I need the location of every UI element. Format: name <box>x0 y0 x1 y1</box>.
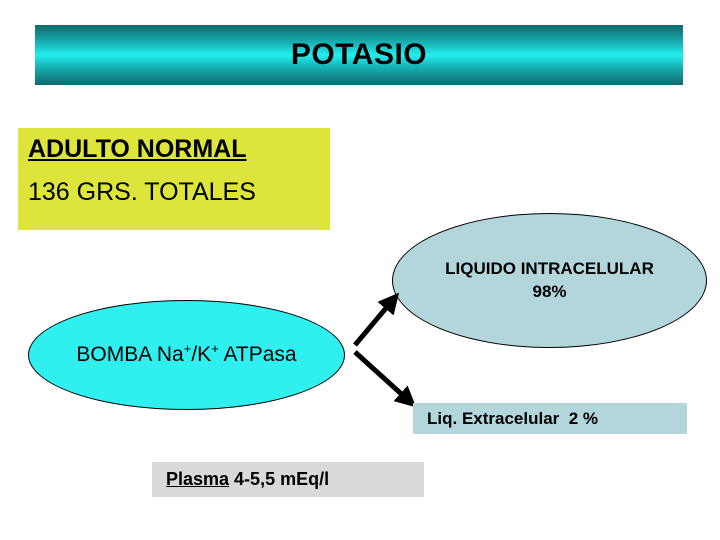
pump-label-sup-1: + <box>183 341 192 357</box>
title-banner: POTASIO <box>35 25 683 85</box>
pump-label-part-3: ATPasa <box>218 343 297 367</box>
adult-normal-heading: ADULTO NORMAL <box>28 135 247 163</box>
page-title: POTASIO <box>290 38 428 71</box>
adult-normal-total-grams: 136 GRS. TOTALES <box>28 178 256 207</box>
sodium-potassium-pump-label: BOMBA Na+/K+ ATPasa <box>76 341 297 367</box>
plasma-term: Plasma <box>166 469 230 489</box>
intracellular-fluid-title: LIQUIDO INTRACELULAR <box>445 258 654 278</box>
intracellular-fluid-percent: 98% <box>532 281 567 301</box>
intracellular-fluid-label: LIQUIDO INTRACELULAR 98% <box>445 258 654 304</box>
plasma-box: Plasma 4-5,5 mEq/l <box>152 462 424 497</box>
arrow-to-extracellular <box>353 350 417 408</box>
plasma-label: Plasma 4-5,5 mEq/l <box>166 469 329 490</box>
adult-normal-box: ADULTO NORMAL 136 GRS. TOTALES <box>18 128 330 230</box>
extracellular-fluid-box: Liq. Extracelular 2 % <box>413 403 687 434</box>
sodium-potassium-pump-ellipse: BOMBA Na+/K+ ATPasa <box>28 300 345 410</box>
pump-label-part-1: BOMBA Na <box>76 343 184 367</box>
plasma-value: 4-5,5 mEq/l <box>229 469 330 489</box>
extracellular-fluid-label: Liq. Extracelular 2 % <box>427 408 599 428</box>
arrow-to-intracellular <box>353 292 400 347</box>
intracellular-fluid-ellipse: LIQUIDO INTRACELULAR 98% <box>392 213 707 348</box>
pump-label-sup-2: + <box>211 341 219 357</box>
pump-label-part-2: /K <box>191 343 212 367</box>
